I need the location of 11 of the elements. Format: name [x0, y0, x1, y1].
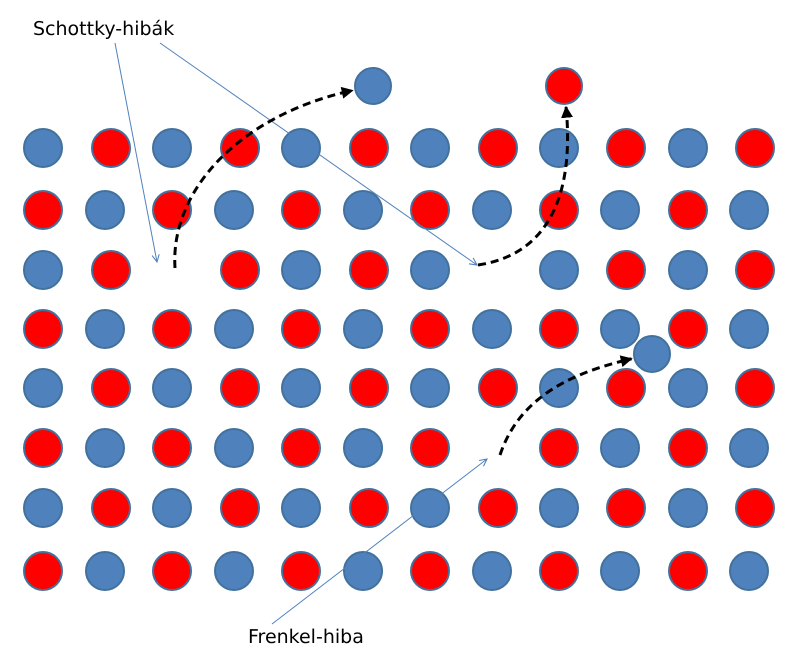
displaced-atom — [633, 335, 671, 373]
dashed-arrow — [478, 106, 573, 266]
leader-line — [114, 42, 160, 263]
leader-line — [272, 458, 488, 624]
defect-label: Frenkel-hiba — [248, 626, 364, 648]
displaced-atom — [545, 67, 583, 105]
defect-label: Schottky-hibák — [33, 18, 174, 40]
leader-line — [160, 42, 478, 266]
displaced-atom — [354, 67, 392, 105]
dashed-arrow — [498, 356, 633, 456]
dashed-arrow — [174, 87, 354, 268]
